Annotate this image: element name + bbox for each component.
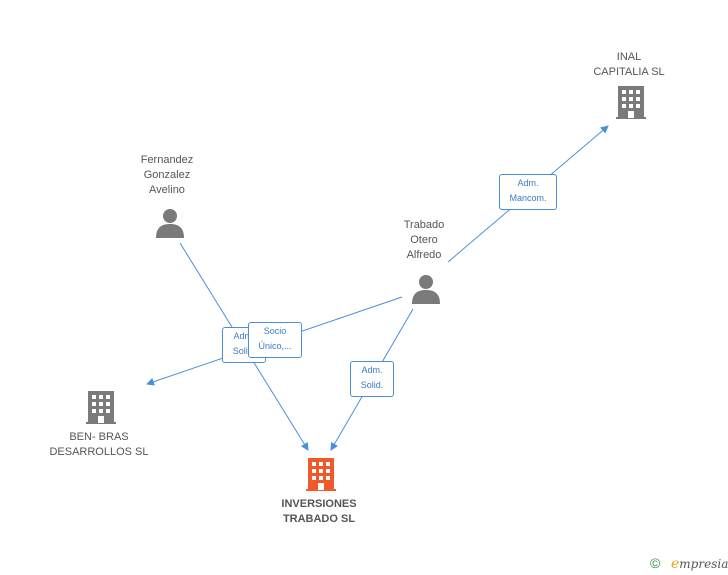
node-label-benbras[interactable]: BEN- BRAS DESARROLLOS SL <box>44 430 154 460</box>
label-line: TRABADO SL <box>282 513 356 525</box>
label-line: BEN- BRAS <box>69 431 129 443</box>
label-line: DESARROLLOS SL <box>49 446 149 458</box>
badge-line: Solid. <box>360 380 384 390</box>
person-icon[interactable] <box>412 275 440 304</box>
edge-badge-adm-mancom[interactable]: Adm. Mancom. <box>499 174 557 210</box>
edge-badge-socio-unico[interactable]: Socio Único,... <box>248 322 302 358</box>
label-line: Otero <box>410 234 438 246</box>
label-line: Gonzalez <box>143 169 191 181</box>
label-line: INVERSIONES <box>281 498 357 510</box>
empresia-logo[interactable]: empresia <box>671 556 728 572</box>
label-line: Fernandez <box>140 154 194 166</box>
badge-line: Solid. <box>232 346 256 356</box>
label-line: INAL <box>616 51 642 63</box>
badge-line: Mancom. <box>509 193 547 203</box>
badge-line: Socio <box>263 326 287 336</box>
badge-line: Adm. <box>233 331 255 341</box>
badge-line: Adm. <box>361 365 383 375</box>
badge-line: Único,... <box>258 341 292 351</box>
brand-rest: mpresia <box>679 557 728 571</box>
person-icon[interactable] <box>156 209 184 238</box>
label-line: Trabado <box>403 219 445 231</box>
edge-badge-adm-solid-trabado[interactable]: Adm. Solid. <box>350 361 394 397</box>
badge-line: Adm. <box>517 178 539 188</box>
node-label-inversiones[interactable]: INVERSIONES TRABADO SL <box>264 497 374 527</box>
main-building-icon[interactable] <box>306 458 336 491</box>
label-line: Avelino <box>149 184 185 196</box>
label-line: CAPITALIA SL <box>593 66 665 78</box>
node-label-inal[interactable]: INAL CAPITALIA SL <box>579 50 679 80</box>
label-line: Alfredo <box>406 249 442 261</box>
brand-initial: e <box>671 556 680 572</box>
building-icon[interactable] <box>616 86 646 119</box>
node-label-trabado[interactable]: Trabado Otero Alfredo <box>384 218 464 263</box>
node-label-fernandez[interactable]: Fernandez Gonzalez Avelino <box>127 153 207 198</box>
building-icon[interactable] <box>86 391 116 424</box>
copyright-icon: © <box>650 555 661 571</box>
